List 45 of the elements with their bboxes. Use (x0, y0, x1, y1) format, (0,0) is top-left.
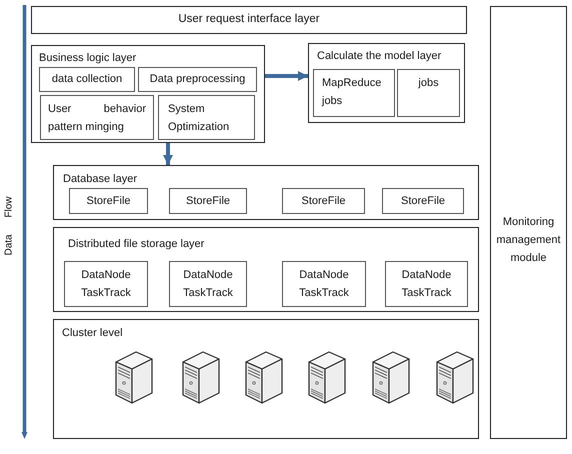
axis-label: Data Flow (2, 196, 16, 256)
component-box (69, 188, 148, 214)
component-label: jobs (418, 76, 439, 91)
component-label: User behavior pattern minging (48, 102, 146, 135)
layer-title: Distributed file storage layer (68, 237, 206, 252)
component-label: StoreFile (400, 194, 446, 209)
module-box (397, 69, 460, 117)
component-box (382, 188, 464, 214)
layer-box (308, 43, 465, 123)
component-label: StoreFile (186, 194, 230, 209)
component-label: Monitoring management module (496, 215, 561, 266)
component-label: StoreFile (301, 194, 346, 209)
component-box (282, 261, 366, 307)
component-box (169, 188, 247, 214)
module-box (39, 67, 135, 92)
component-label: Data preprocessing (150, 72, 246, 88)
module-box (40, 95, 154, 140)
layer-title: Business logic layer (39, 51, 138, 66)
component-label: MapReduce jobs (322, 76, 382, 109)
component-box (64, 261, 148, 307)
arrow (163, 143, 173, 165)
component-label: DataNode TaskTrack (298, 268, 350, 301)
layer-box (53, 165, 479, 220)
layer-box (31, 6, 467, 34)
layer-box (53, 319, 479, 439)
module-panel (490, 6, 567, 439)
component-box (385, 261, 468, 307)
layer-title: Database layer (63, 172, 138, 187)
layer-title: Calculate the model layer (317, 49, 442, 64)
layer-box (31, 45, 265, 143)
component-label: System Optimization (168, 102, 230, 135)
component-box (169, 261, 247, 307)
component-label: data collection (52, 72, 122, 88)
module-box (138, 67, 257, 92)
layer-title: Cluster level (62, 326, 124, 341)
arrow (265, 71, 308, 81)
component-label: StoreFile (86, 194, 131, 209)
module-box (158, 95, 255, 140)
component-label: DataNode TaskTrack (400, 268, 452, 301)
module-box (313, 69, 395, 117)
component-label: DataNode TaskTrack (182, 268, 234, 301)
layer-box (53, 227, 479, 312)
component-box (282, 188, 365, 214)
component-label: User request interface layer (178, 12, 320, 28)
component-label: DataNode TaskTrack (80, 268, 132, 301)
